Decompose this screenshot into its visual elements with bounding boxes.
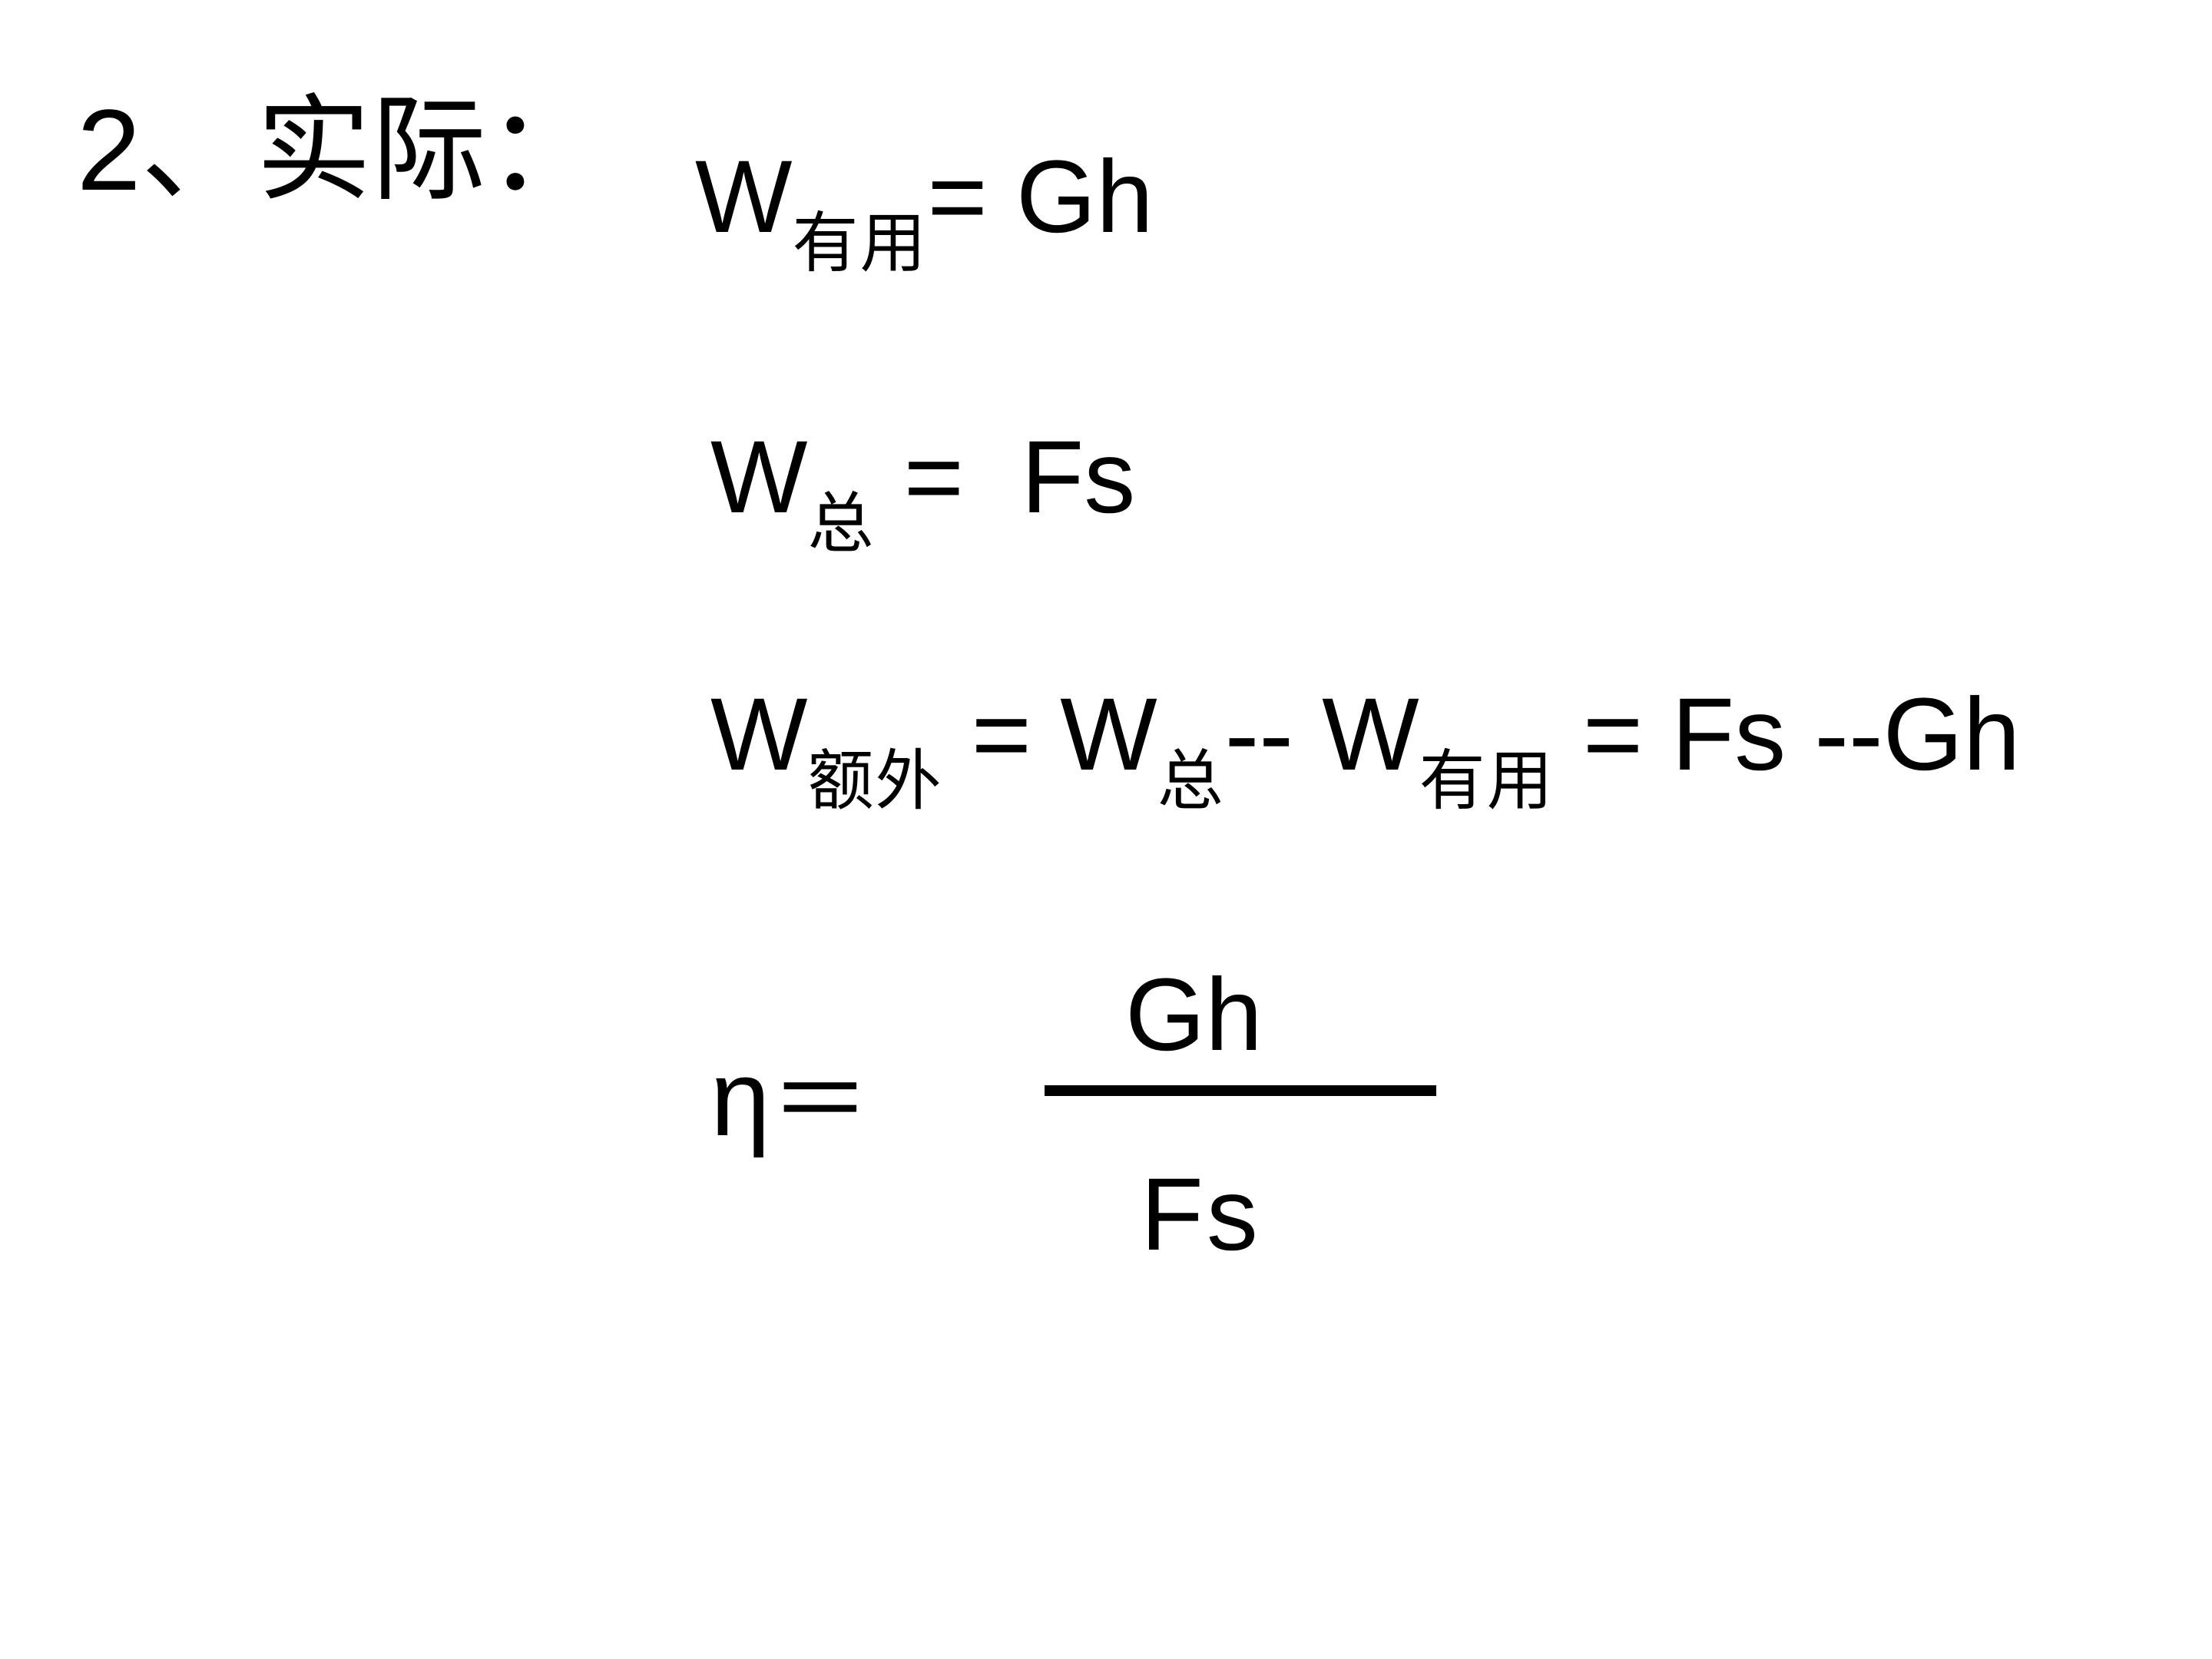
extra-subscript: 额外 bbox=[807, 743, 943, 820]
equals-sign: ＝ bbox=[770, 1042, 870, 1159]
extra-work-equation: W额外 = W总-- W有用 = Fs --Gh bbox=[710, 684, 2020, 815]
total-work-equation: W总 = Fs bbox=[710, 426, 1135, 558]
work-symbol: W bbox=[695, 140, 793, 254]
heading-number: 2、 bbox=[77, 85, 257, 214]
fraction-denominator: Fs bbox=[1141, 1157, 1261, 1272]
total-work-rhs: = Fs bbox=[875, 420, 1136, 535]
efficiency-label: η＝ bbox=[710, 1045, 870, 1152]
section-heading: 2、实际： bbox=[77, 92, 601, 208]
fraction-numerator: Gh bbox=[1125, 958, 1263, 1072]
useful-subscript: 有用 bbox=[1419, 743, 1555, 820]
extra-work-part3: = Fs --Gh bbox=[1554, 677, 2021, 792]
useful-work-rhs: = Gh bbox=[927, 140, 1154, 254]
extra-work-part1: = W bbox=[942, 677, 1157, 792]
work-symbol: W bbox=[710, 420, 808, 535]
total-subscript: 总 bbox=[807, 485, 876, 562]
extra-work-part2: -- W bbox=[1224, 677, 1419, 792]
work-symbol: W bbox=[710, 677, 808, 792]
useful-subscript: 有用 bbox=[792, 205, 928, 282]
useful-work-equation: W有用= Gh bbox=[695, 146, 1154, 277]
heading-text: 实际： bbox=[256, 84, 602, 217]
fraction-bar bbox=[1045, 1085, 1436, 1096]
eta-symbol: η bbox=[710, 1038, 770, 1158]
total-subscript: 总 bbox=[1157, 743, 1225, 820]
